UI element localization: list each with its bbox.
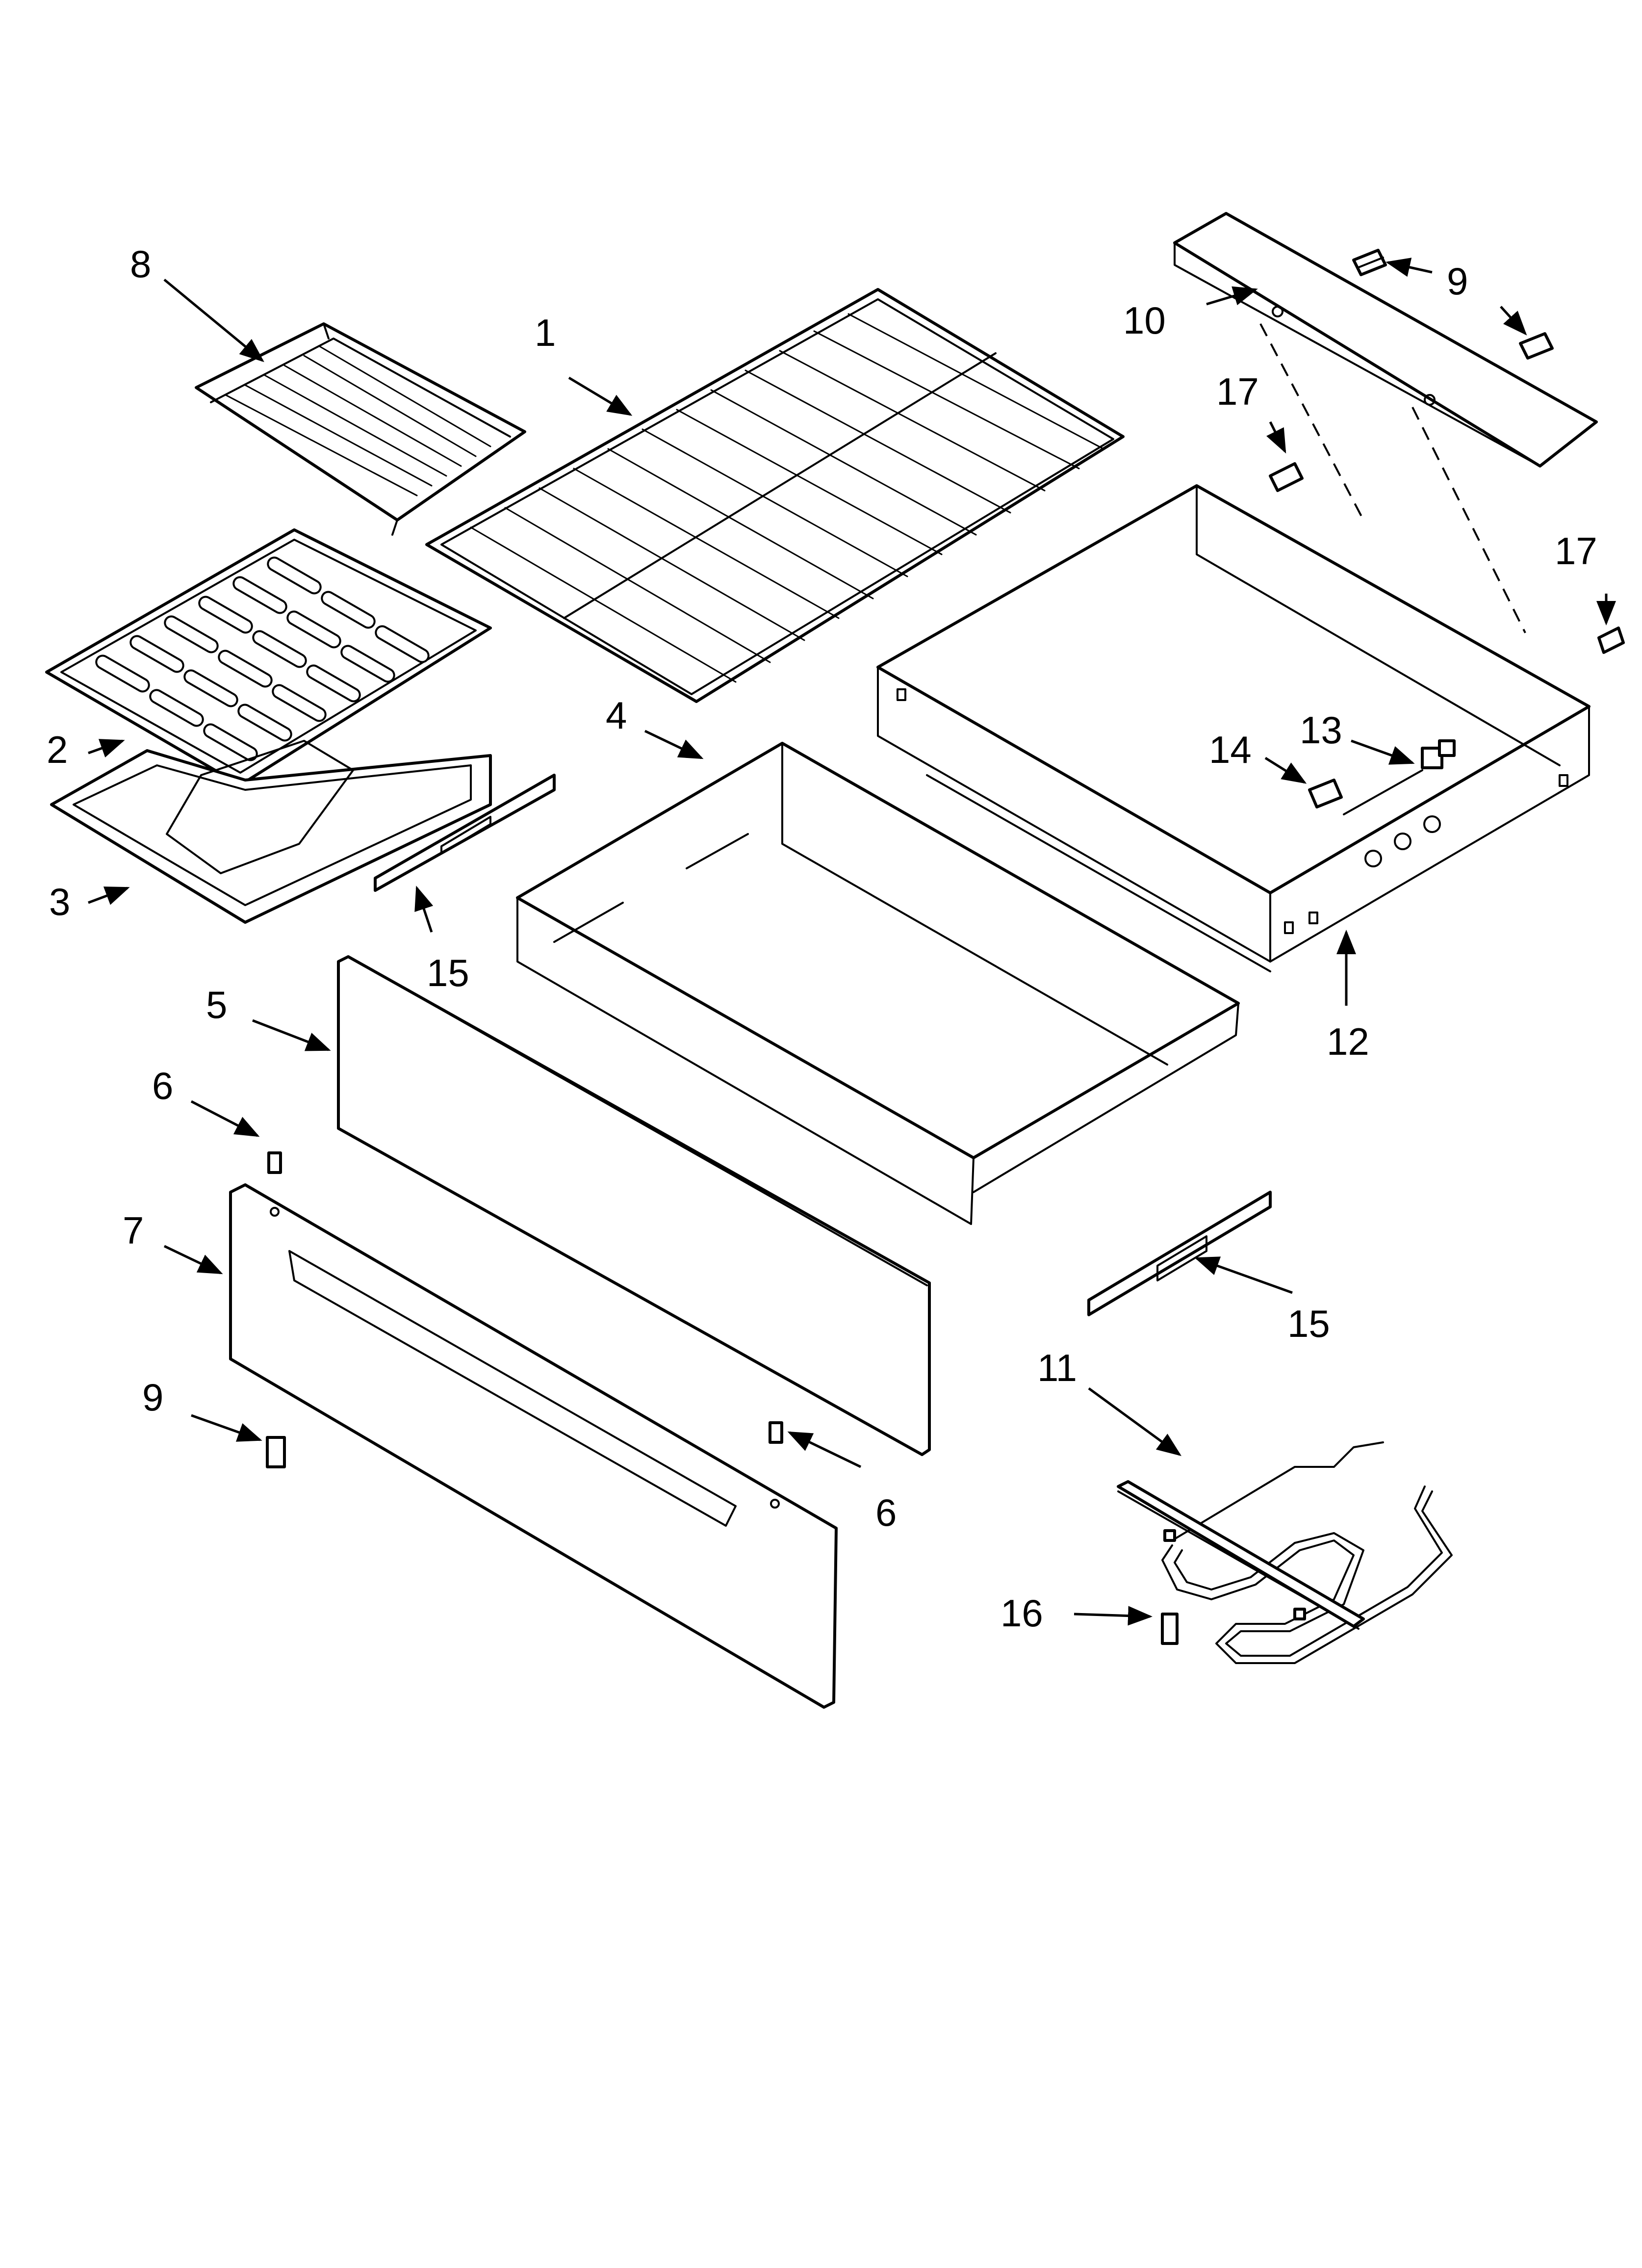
callout-15b: 15	[1287, 1302, 1330, 1345]
callout-8: 8	[130, 242, 151, 286]
callout-4: 4	[606, 694, 627, 737]
callout-17b: 17	[1555, 529, 1597, 573]
part-10-trim-strip	[1173, 212, 1598, 468]
part-4-drawer-body	[516, 742, 1240, 1225]
callout-9b: 9	[1447, 260, 1468, 303]
part-8-rack-insert	[195, 322, 526, 536]
part-7-drawer-front	[229, 1183, 838, 1709]
callout-2: 2	[47, 728, 68, 771]
mounting-dashed-lines	[1259, 323, 1526, 633]
callout-3: 3	[49, 880, 70, 923]
callout-14: 14	[1209, 728, 1252, 771]
callout-labels: 1 2 3 4 5 6 6 7 8 9 9 10 11 12 13 14 15 …	[47, 242, 1597, 1635]
part-15-drawer-slide-left	[374, 774, 556, 892]
part-17-screw-b	[1597, 626, 1625, 654]
callout-5: 5	[206, 983, 227, 1026]
callout-10: 10	[1123, 299, 1166, 342]
part-13-sensor	[1343, 739, 1456, 815]
part-11-heating-element	[1117, 1441, 1453, 1664]
callout-9a: 9	[142, 1376, 163, 1419]
part-9-screw-top-b	[1519, 332, 1554, 360]
callout-16: 16	[1001, 1591, 1043, 1635]
part-6-screw-b	[769, 1421, 783, 1444]
part-12-drawer-housing	[876, 484, 1591, 972]
part-1-oven-rack	[425, 288, 1125, 703]
part-5-drawer-panel	[337, 955, 931, 1456]
part-3-broil-pan	[50, 740, 492, 924]
callout-11: 11	[1037, 1346, 1077, 1389]
part-17-screw-a	[1269, 462, 1304, 492]
callout-12: 12	[1327, 1020, 1369, 1063]
callout-17a: 17	[1216, 370, 1259, 413]
part-6-screw-a	[267, 1151, 282, 1174]
callout-6b: 6	[875, 1491, 897, 1534]
part-16-screw	[1161, 1613, 1179, 1645]
part-15-drawer-slide-right	[1087, 1191, 1272, 1316]
part-9-screw-top-a	[1352, 249, 1387, 276]
callout-13: 13	[1300, 708, 1342, 752]
part-14-screw	[1308, 779, 1343, 808]
callout-7: 7	[123, 1209, 144, 1252]
part-2-broil-pan-grid	[45, 528, 492, 786]
part-9-screw-bottom	[266, 1436, 286, 1468]
callout-6a: 6	[152, 1064, 173, 1107]
callout-15a: 15	[427, 951, 469, 994]
callout-leaders	[88, 258, 1616, 1626]
callout-1: 1	[535, 311, 556, 354]
